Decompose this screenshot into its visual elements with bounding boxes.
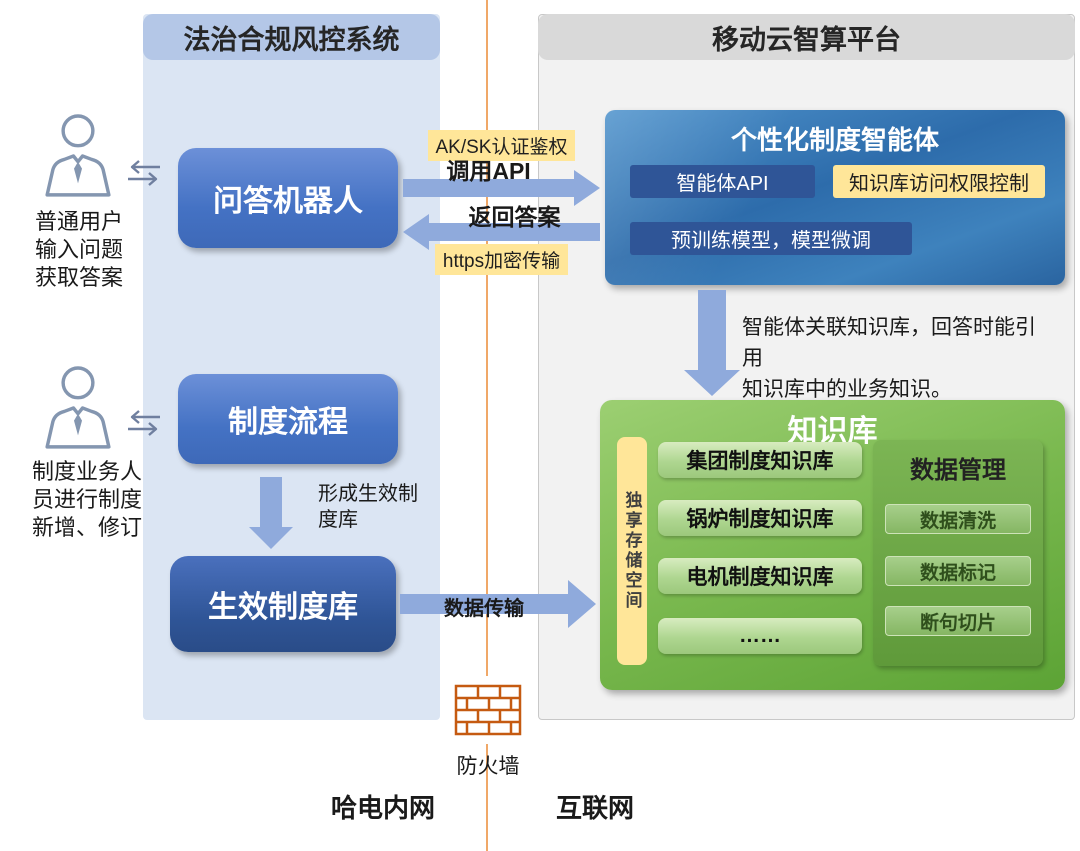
- dm-item-mark: 数据标记: [885, 556, 1031, 586]
- swap-arrows-icon: [128, 160, 160, 186]
- agent-api-chip: 智能体API: [630, 165, 815, 198]
- aksk-auth-tag: AK/SK认证鉴权: [427, 130, 576, 161]
- swap-arrows-icon: [128, 410, 160, 436]
- kb-access-control-chip: 知识库访问权限控制: [833, 165, 1045, 198]
- user-icon: [45, 366, 111, 449]
- internet-label: 互联网: [555, 793, 634, 823]
- pretrain-model-chip: 预训练模型，模型微调: [630, 222, 912, 255]
- left-panel-header: 法治合规风控系统: [143, 14, 440, 60]
- pretrain-model-label: 预训练模型，模型微调: [671, 230, 871, 252]
- data-transfer-label: 数据传输: [444, 598, 524, 620]
- aksk-tag-wrap: AK/SK认证鉴权: [403, 130, 600, 161]
- qa-robot-label: 问答机器人: [213, 185, 363, 218]
- user-bottom-label: 制度业务人 员进行制度 新增、修订: [32, 459, 143, 540]
- agent-kb-note: 智能体关联知识库，回答时能引用 知识库中的业务知识。: [742, 316, 1036, 401]
- right-panel-header: 移动云智算平台: [538, 14, 1075, 60]
- data-management-title: 数据管理: [910, 457, 1006, 484]
- user-top-label: 普通用户 输入问题 获取答案: [35, 209, 124, 290]
- process-label: 制度流程: [228, 406, 348, 439]
- agent-to-kb-arrow: [684, 290, 740, 396]
- right-panel-title: 移动云智算平台: [712, 24, 901, 55]
- https-tag-wrap: https加密传输: [403, 244, 600, 275]
- network-divider-line: [486, 0, 488, 851]
- firewall-label: 防火墙: [456, 755, 520, 778]
- user-icon: [45, 114, 111, 197]
- storage-strip: 独享存储空间: [617, 437, 647, 665]
- intranet-label: 哈电内网: [330, 793, 435, 823]
- data-management-box: 数据管理 数据清洗 数据标记 断句切片: [873, 440, 1043, 666]
- form-library-note: 形成生效制 度库: [318, 483, 418, 531]
- kb-item-boiler: 锅炉制度知识库: [658, 500, 862, 536]
- agent-box: 个性化制度智能体 智能体API 知识库访问权限控制 预训练模型，模型微调: [605, 110, 1065, 285]
- firewall-icon: [452, 676, 524, 744]
- dm-item-clean: 数据清洗: [885, 504, 1031, 534]
- call-api-arrow: [403, 170, 600, 206]
- qa-robot-box: 问答机器人: [178, 148, 398, 248]
- return-answer-arrow: [403, 214, 600, 250]
- agent-title: 个性化制度智能体: [730, 125, 939, 155]
- data-transfer-arrow: [400, 580, 596, 628]
- agent-api-label: 智能体API: [676, 173, 769, 195]
- effective-library-label: 生效制度库: [208, 591, 358, 624]
- knowledge-base-box: 知识库 独享存储空间 集团制度知识库 锅炉制度知识库 电机制度知识库 …… 数据…: [600, 400, 1065, 690]
- dm-item-slice: 断句切片: [885, 606, 1031, 636]
- kb-item-motor: 电机制度知识库: [658, 558, 862, 594]
- left-panel-title: 法治合规风控系统: [183, 24, 400, 55]
- effective-library-box: 生效制度库: [170, 556, 396, 652]
- process-box: 制度流程: [178, 374, 398, 464]
- https-encrypt-tag: https加密传输: [434, 244, 569, 275]
- process-to-library-arrow: [249, 477, 293, 549]
- call-api-label: 调用API: [446, 158, 531, 184]
- kb-item-group: 集团制度知识库: [658, 442, 862, 478]
- kb-item-more: ……: [658, 618, 862, 654]
- return-answer-label: 返回答案: [468, 204, 561, 230]
- kb-access-control-label: 知识库访问权限控制: [849, 173, 1029, 195]
